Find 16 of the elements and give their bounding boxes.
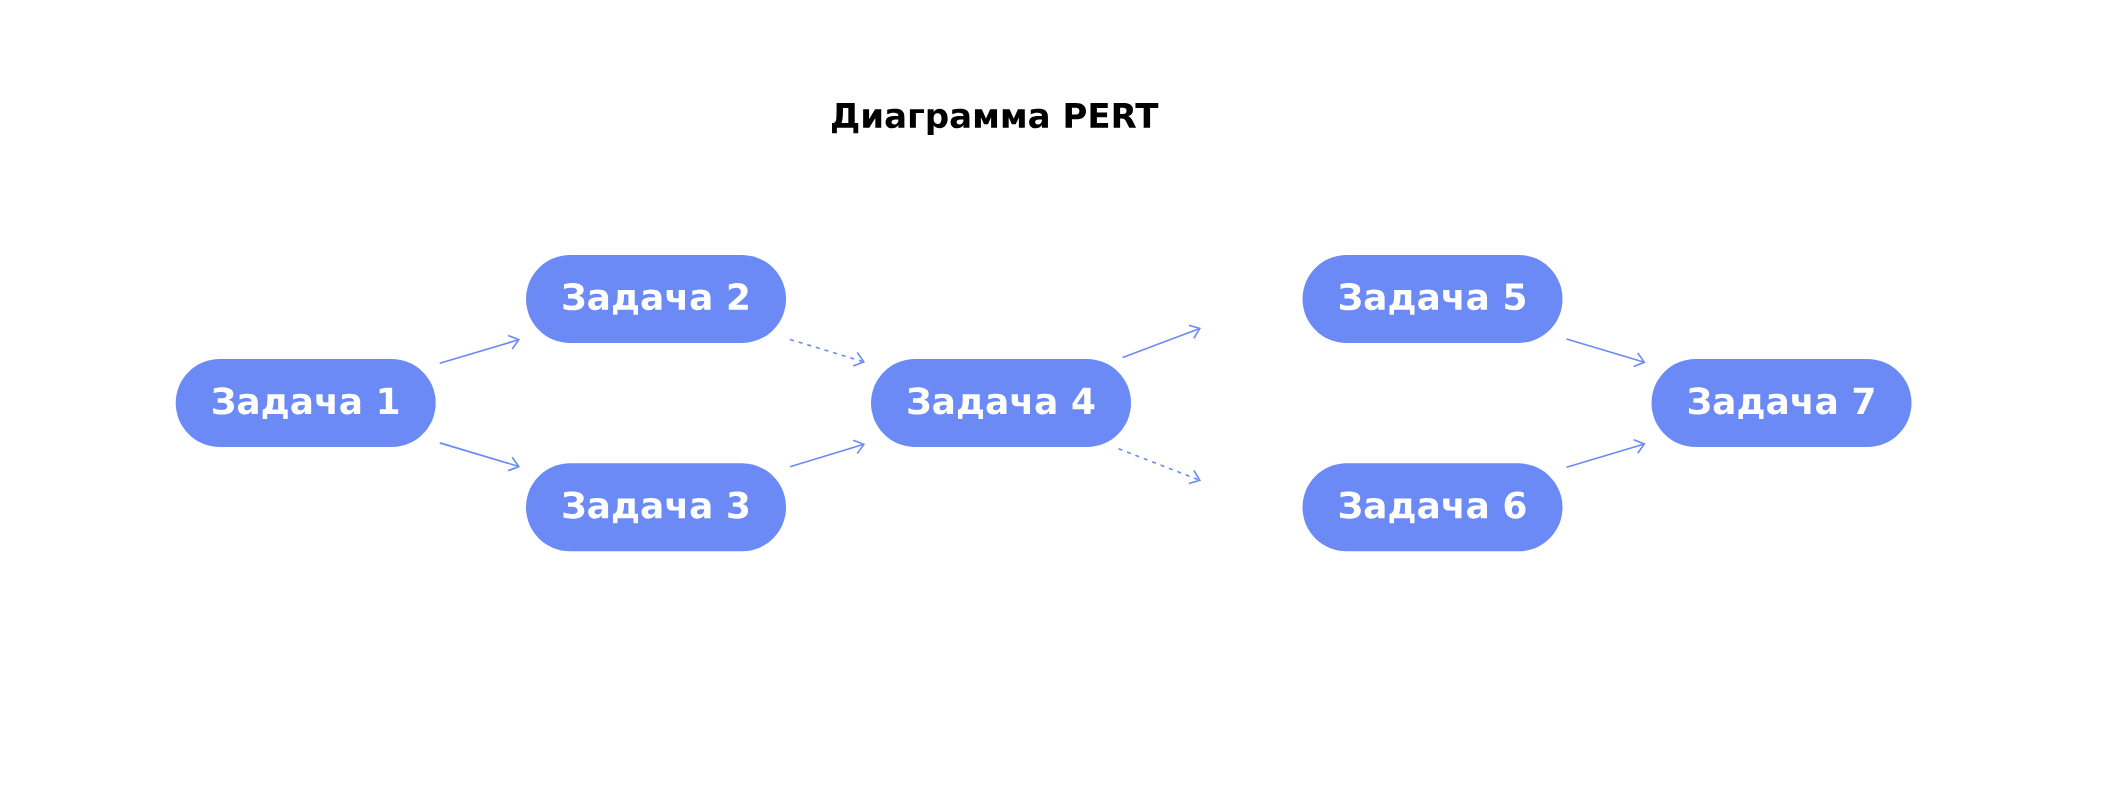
arrow <box>438 334 521 365</box>
arrow <box>1565 338 1646 368</box>
title: Диаграмма PERT <box>832 103 1159 135</box>
arrow <box>1117 447 1201 485</box>
task-box: Задача 1 <box>175 359 436 448</box>
arrow <box>789 439 866 468</box>
task-box: Задача 6 <box>1302 463 1563 552</box>
arrow <box>1121 324 1201 359</box>
task-box: Задача 2 <box>526 254 786 343</box>
task-box: Задача 7 <box>1651 359 1912 448</box>
task-box: Задача 4 <box>871 359 1131 448</box>
arrow <box>789 338 866 367</box>
arrow <box>1565 439 1646 469</box>
arrow <box>438 442 521 472</box>
task-box: Задача 5 <box>1302 254 1563 343</box>
task-box: Задача 3 <box>526 463 786 552</box>
